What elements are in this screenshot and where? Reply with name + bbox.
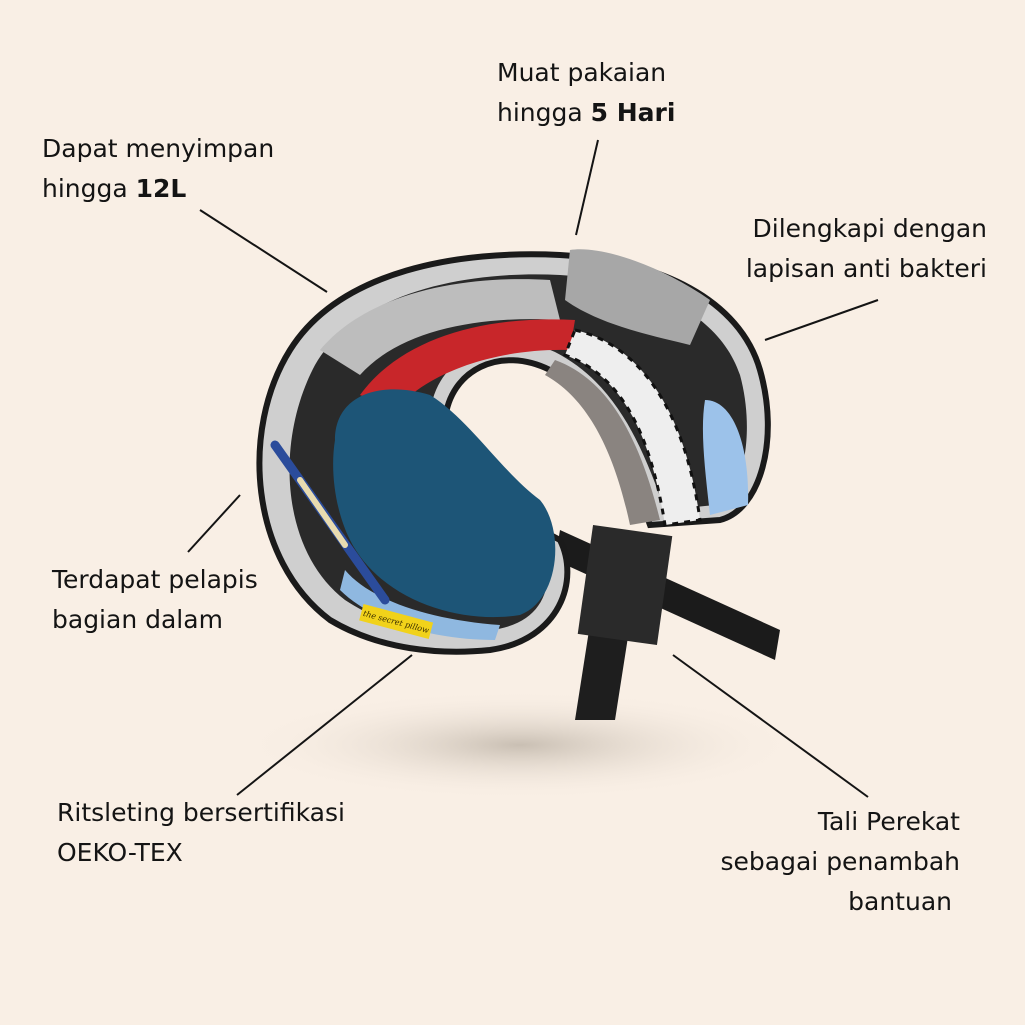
zigzag-fabric (563, 328, 702, 527)
callout-zipper: Ritsleting bersertifikasi OEKO-TEX (57, 798, 345, 867)
red-clothing (360, 319, 575, 410)
callout-capacity: Dapat menyimpan hingga 12L (42, 129, 274, 209)
denim-jeans (333, 389, 556, 618)
folded-grey-shirt (565, 249, 710, 345)
brand-tag-background (359, 603, 434, 640)
callout-line: Dapat menyimpan (42, 134, 275, 163)
blue-fabric (702, 400, 749, 515)
capacity-value: 12L (135, 174, 187, 203)
days-value: 5 Hari (590, 98, 676, 127)
shadow (240, 690, 800, 800)
callout-strap: Tali Perekat sebagai penambah bantuan (720, 807, 960, 916)
toothbrush (270, 440, 390, 605)
light-blue-shirt (340, 570, 500, 640)
leader-lines (187, 139, 879, 798)
velcro-strap (555, 524, 780, 720)
grey-sweater (320, 279, 560, 375)
callout-lining: Terdapat pelapis bagian dalam (52, 565, 258, 634)
callout-antibacterial: Dilengkapi dengan lapisan anti bakteri (745, 214, 987, 283)
callout-clothes: Muat pakaian hingga 5 Hari (497, 58, 676, 127)
tweed-fabric (545, 360, 660, 525)
